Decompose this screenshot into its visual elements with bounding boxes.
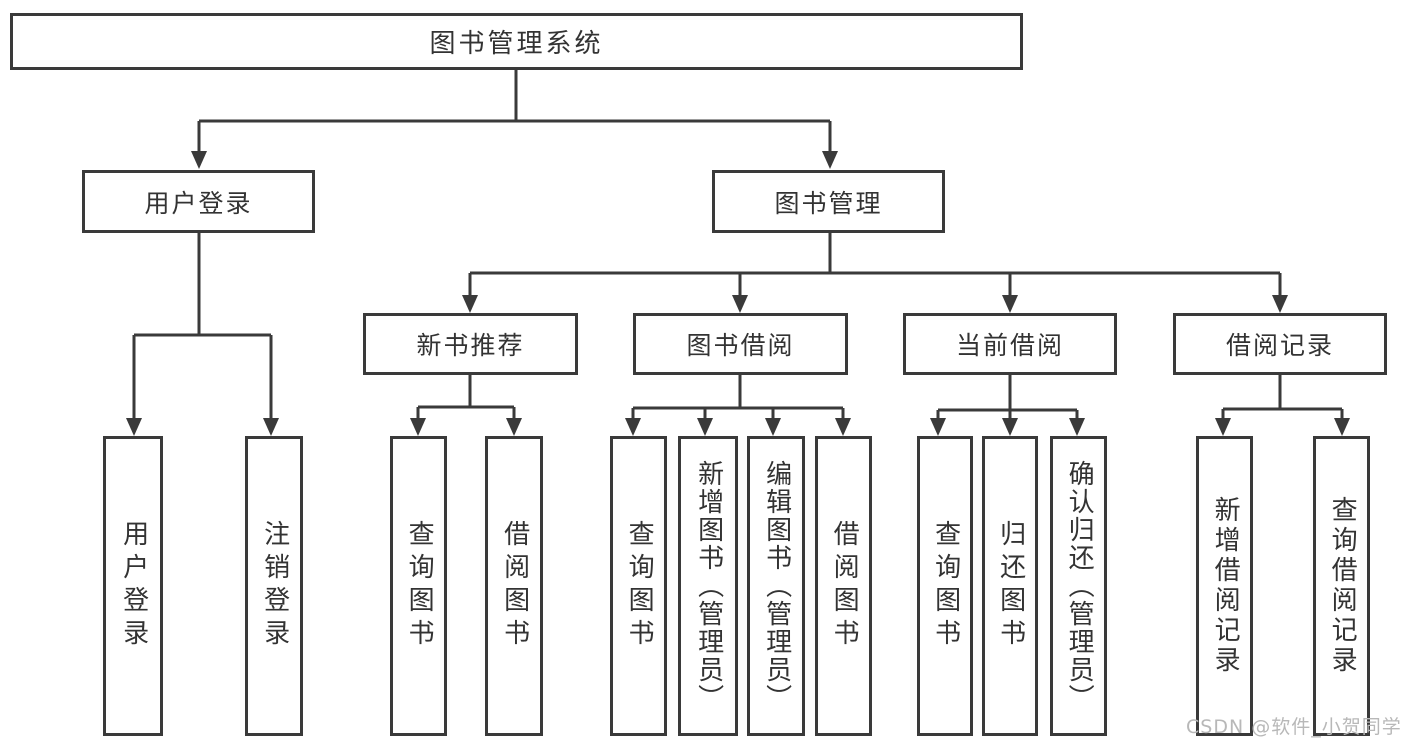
leaf-confirm-return-admin: 确认归还（管理员） — [1050, 436, 1107, 736]
csdn-watermark: CSDN @软件_小贺同学 — [1186, 716, 1402, 738]
leaf-user-login: 用户登录 — [103, 436, 163, 736]
leaf-label: 查询图书 — [624, 520, 655, 652]
node-label: 图书借阅 — [686, 331, 795, 360]
leaf-label: 新增借阅记录 — [1210, 496, 1241, 676]
node-new-book-recommend: 新书推荐 — [363, 313, 578, 375]
arrowheads — [126, 151, 1350, 436]
leaf-label: 新增图书（管理员） — [693, 460, 724, 712]
node-label: 新书推荐 — [416, 331, 525, 360]
leaf-label: 查询图书 — [930, 520, 961, 652]
node-book-borrow: 图书借阅 — [633, 313, 848, 375]
leaf-label: 注销登录 — [259, 520, 290, 652]
leaf-borrow-books-borrow: 借阅图书 — [815, 436, 872, 736]
node-root: 图书管理系统 — [10, 13, 1023, 70]
leaf-label: 查询图书 — [404, 520, 435, 652]
leaf-label: 借阅图书 — [499, 520, 530, 652]
leaf-logout: 注销登录 — [245, 436, 303, 736]
connector-paths — [132, 70, 1344, 420]
leaf-label: 查询借阅记录 — [1327, 496, 1358, 676]
leaf-query-books-current: 查询图书 — [917, 436, 973, 736]
leaf-add-borrow-record: 新增借阅记录 — [1196, 436, 1253, 736]
leaf-label: 编辑图书（管理员） — [761, 460, 792, 712]
node-label: 图书管理 — [774, 188, 883, 218]
leaf-add-book-admin: 新增图书（管理员） — [678, 436, 738, 736]
leaf-label: 确认归还（管理员） — [1064, 460, 1095, 712]
node-book-management: 图书管理 — [712, 170, 945, 233]
node-borrow-records: 借阅记录 — [1173, 313, 1387, 375]
leaf-query-borrow-record: 查询借阅记录 — [1313, 436, 1370, 736]
leaf-return-book: 归还图书 — [982, 436, 1038, 736]
leaf-label: 借阅图书 — [829, 520, 860, 652]
leaf-edit-book-admin: 编辑图书（管理员） — [747, 436, 805, 736]
leaf-label: 归还图书 — [995, 520, 1026, 652]
leaf-label: 用户登录 — [118, 520, 149, 652]
leaf-borrow-books-recommend: 借阅图书 — [485, 436, 543, 736]
node-label: 用户登录 — [144, 188, 253, 218]
node-root-label: 图书管理系统 — [429, 29, 604, 59]
node-user-login: 用户登录 — [82, 170, 315, 233]
node-label: 借阅记录 — [1225, 331, 1334, 360]
node-label: 当前借阅 — [955, 331, 1064, 360]
node-current-borrow: 当前借阅 — [903, 313, 1117, 375]
leaf-query-books-recommend: 查询图书 — [390, 436, 447, 736]
leaf-query-books-borrow: 查询图书 — [610, 436, 667, 736]
